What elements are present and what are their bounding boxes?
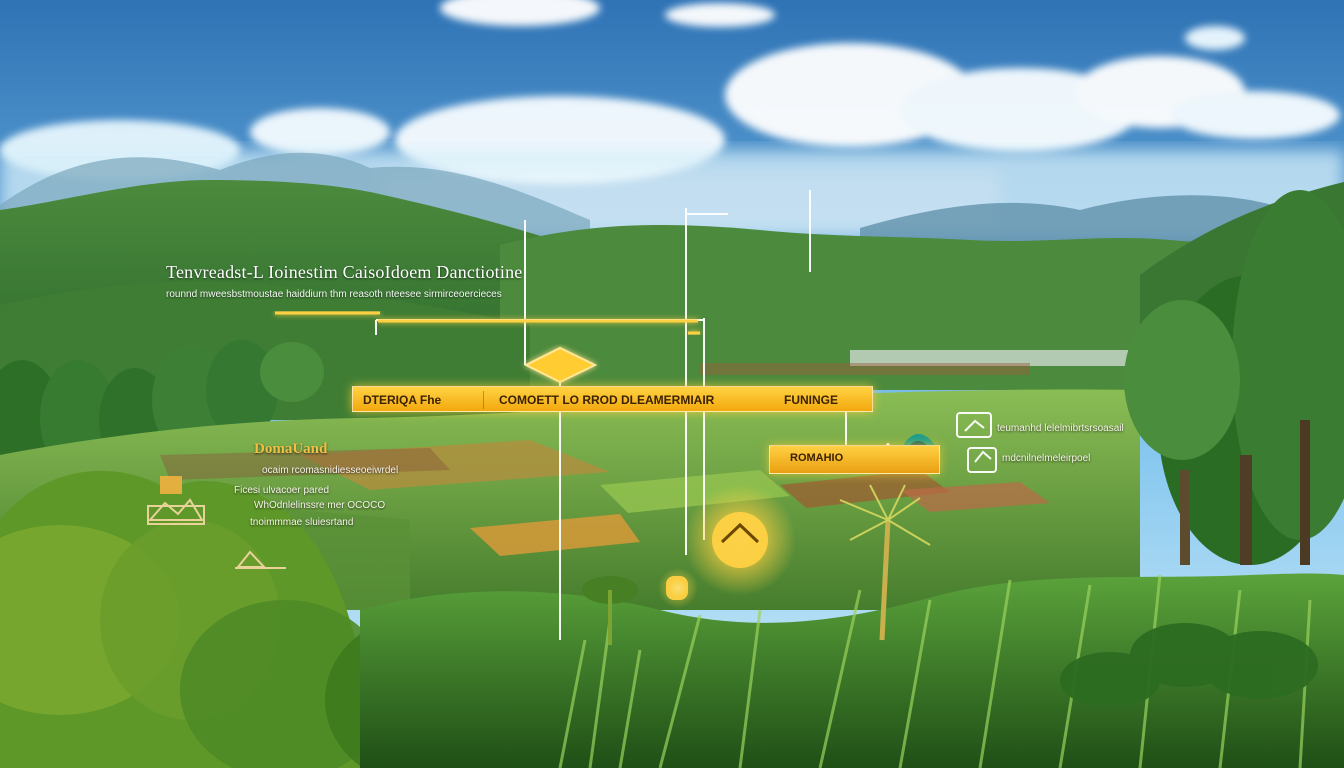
marker-triangle-icon <box>523 346 598 384</box>
letter-e-icon <box>160 476 182 494</box>
right-tree-cluster <box>1124 190 1344 565</box>
house-badge-icon <box>235 550 286 569</box>
glowing-bulb-icon <box>658 484 796 608</box>
foreground-grass <box>360 573 1344 768</box>
accent-lines <box>275 311 700 335</box>
chart-card-icon <box>967 447 997 473</box>
right-panel-icons <box>956 412 997 473</box>
palm-plant <box>582 484 931 645</box>
mountain-badge-icon <box>147 498 205 525</box>
document-card-icon <box>956 412 992 438</box>
left-panel-icons <box>147 476 286 569</box>
